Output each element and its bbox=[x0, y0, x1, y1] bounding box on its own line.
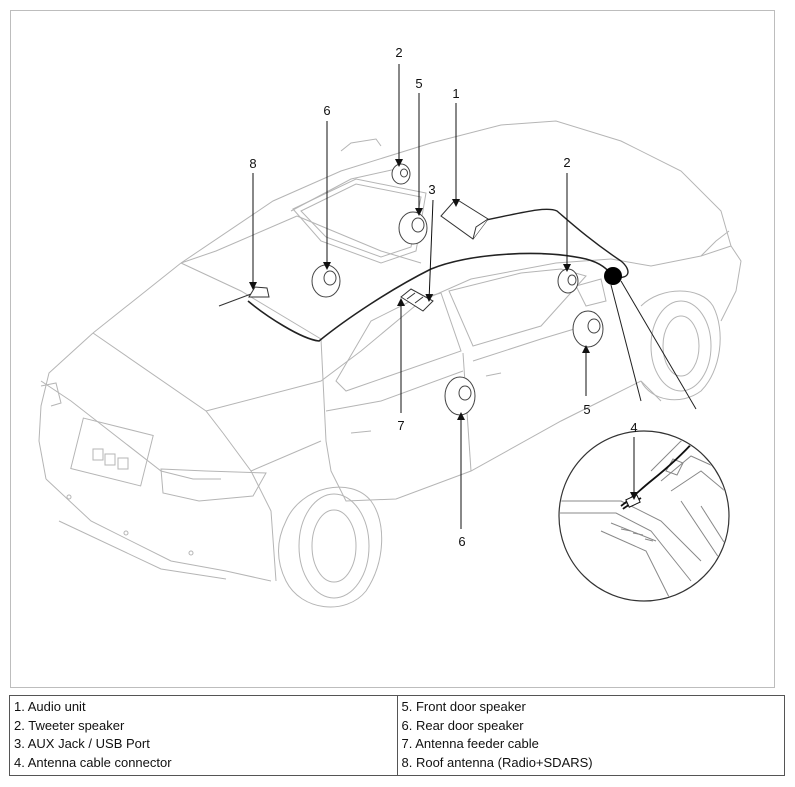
callout-6-front: 6 bbox=[458, 534, 465, 549]
speaker-front-door-rear bbox=[398, 211, 428, 245]
speaker-tweeter-front bbox=[557, 268, 579, 294]
audio-unit bbox=[440, 198, 489, 240]
antenna-feeder-cable bbox=[247, 252, 614, 342]
sunroof bbox=[292, 178, 427, 264]
legend-item-antenna-feeder: 7. Antenna feeder cable bbox=[401, 736, 539, 751]
callout-4: 4 bbox=[630, 420, 637, 435]
callout-2-rear: 2 bbox=[395, 45, 402, 60]
diagram-frame: 1 2 2 3 4 5 5 6 6 7 8 bbox=[10, 10, 775, 688]
aux-usb-port bbox=[400, 288, 434, 312]
connector-marker bbox=[604, 267, 622, 285]
legend-item-aux-usb: 3. AUX Jack / USB Port bbox=[14, 736, 150, 751]
legend-column-right: 5. Front door speaker 6. Rear door speak… bbox=[396, 695, 785, 776]
legend-item-tweeter-speaker: 2. Tweeter speaker bbox=[14, 717, 125, 733]
car-body-outline bbox=[38, 120, 742, 608]
speaker-rear-door bbox=[444, 376, 476, 416]
legend-column-left: 1. Audio unit 2. Tweeter speaker 3. AUX … bbox=[9, 695, 398, 776]
detail-leader-lines bbox=[610, 280, 697, 410]
callout-3: 3 bbox=[428, 182, 435, 197]
callout-8: 8 bbox=[249, 156, 256, 171]
callout-7: 7 bbox=[397, 418, 404, 433]
callout-6-rear: 6 bbox=[323, 103, 330, 118]
legend-item-front-door-speaker: 5. Front door speaker bbox=[401, 699, 526, 714]
speaker-tweeter-rear bbox=[391, 163, 411, 185]
speaker-rear-door-inner bbox=[311, 264, 341, 298]
callout-5-rear: 5 bbox=[415, 76, 422, 91]
connector-detail-view bbox=[558, 430, 730, 602]
speaker-front-door bbox=[572, 310, 604, 348]
audio-unit-cable bbox=[480, 208, 629, 278]
legend-item-rear-door-speaker: 6. Rear door speaker bbox=[401, 717, 524, 733]
legend-item-roof-antenna: 8. Roof antenna (Radio+SDARS) bbox=[401, 754, 593, 770]
callout-5-front: 5 bbox=[583, 402, 590, 417]
legend-item-audio-unit: 1. Audio unit bbox=[14, 699, 86, 714]
legend-item-antenna-connector: 4. Antenna cable connector bbox=[14, 754, 172, 770]
car-audio-diagram: 1 2 2 3 4 5 5 6 6 7 8 bbox=[38, 45, 742, 608]
legend-table: 1. Audio unit 2. Tweeter speaker 3. AUX … bbox=[9, 695, 785, 776]
callout-numbers: 1 2 2 3 4 5 5 6 6 7 8 bbox=[249, 45, 637, 549]
callout-2-front: 2 bbox=[563, 155, 570, 170]
callout-leaders bbox=[249, 64, 638, 529]
callout-1: 1 bbox=[452, 86, 459, 101]
